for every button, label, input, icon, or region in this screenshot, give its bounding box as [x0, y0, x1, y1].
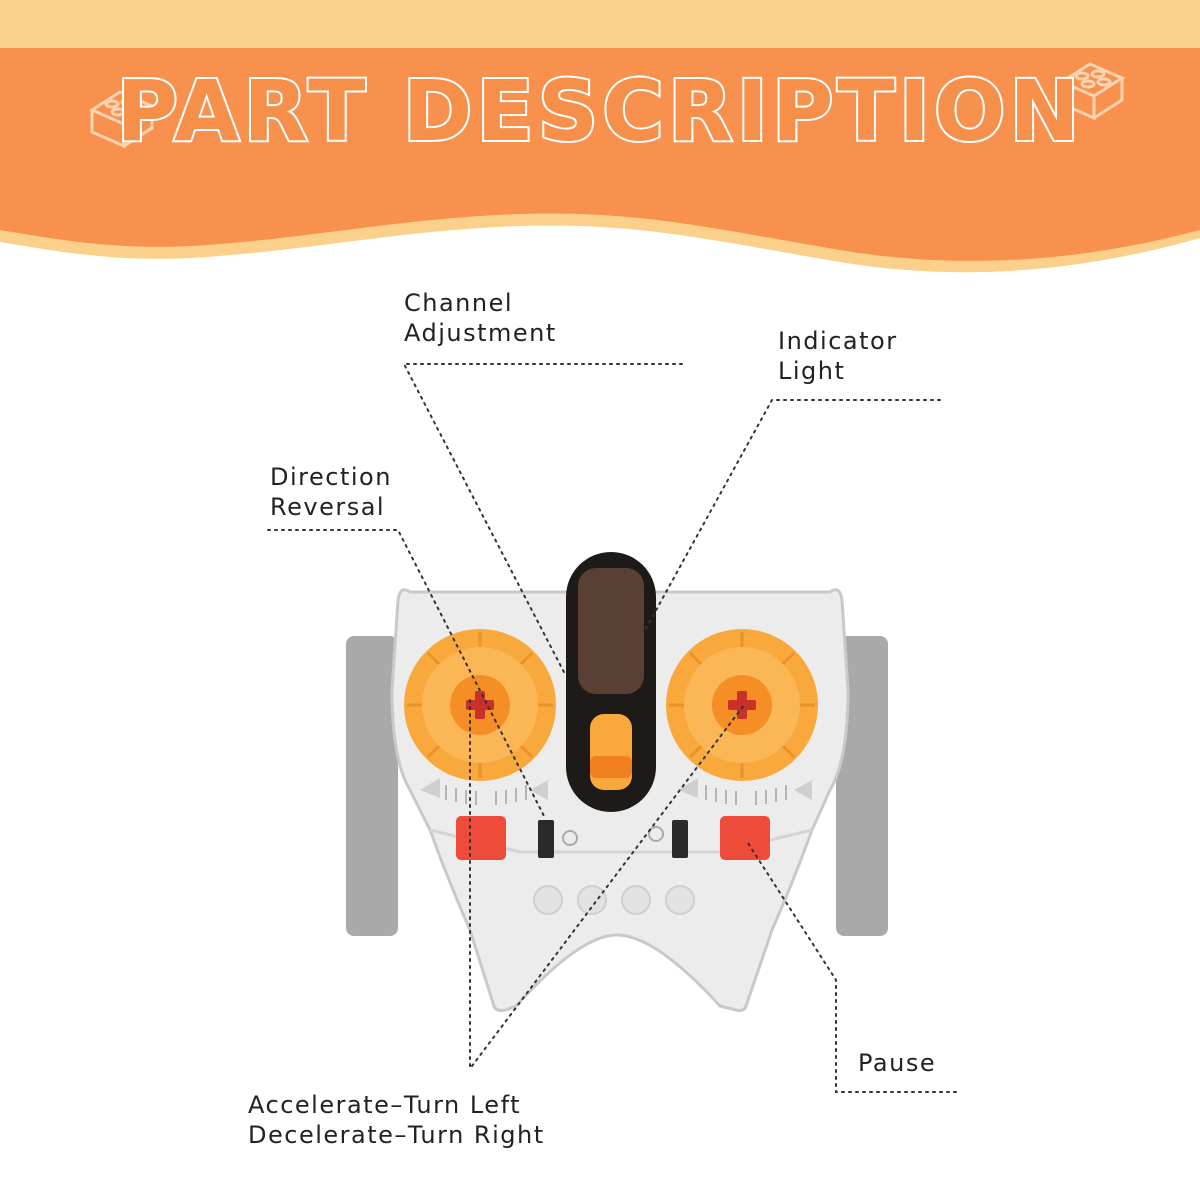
leader-lines: [267, 363, 957, 1093]
lego-brick-icon: [1058, 62, 1126, 121]
label-indicator-light: Indicator Light: [778, 326, 898, 386]
right-reverse-icon: [648, 826, 664, 842]
left-wheel: [404, 629, 556, 781]
page-title: PART DESCRIPTION: [114, 60, 1084, 162]
leader-pause: [745, 839, 957, 1093]
left-dial-scale: [420, 778, 548, 805]
left-pause-button: [456, 816, 506, 860]
channel-switch-knob: [590, 756, 632, 778]
label-accelerate-decelerate: Accelerate–Turn Left Decelerate–Turn Rig…: [248, 1090, 545, 1150]
right-wheel: [666, 629, 818, 781]
label-pause: Pause: [858, 1048, 936, 1078]
title-banner: [0, 0, 1200, 273]
left-side-block: [346, 636, 398, 936]
leader-direction-reversal: [267, 529, 545, 817]
label-direction-reversal: Direction Reversal: [270, 462, 392, 522]
right-dial-scale: [678, 778, 812, 805]
label-channel-adjustment-line2: Adjustment: [404, 319, 557, 347]
leader-indicator-light: [643, 399, 941, 633]
indicator-window: [578, 568, 644, 694]
right-pause-button: [720, 816, 770, 860]
label-channel-adjustment: Channel Adjustment: [404, 288, 557, 348]
left-direction-switch: [538, 820, 554, 858]
right-direction-switch: [672, 820, 688, 858]
leader-channel-adjustment: [402, 363, 683, 677]
label-channel-adjustment-line1: Channel: [404, 289, 514, 317]
leader-decelerate-right: [471, 704, 745, 1067]
label-indicator-light-line2: Light: [778, 357, 846, 385]
label-direction-reversal-line2: Reversal: [270, 493, 386, 521]
label-decelerate-line: Decelerate–Turn Right: [248, 1121, 545, 1149]
cross-axle-icon: [728, 691, 756, 719]
label-direction-reversal-line1: Direction: [270, 463, 392, 491]
banner-orange-wave: [0, 48, 1200, 261]
bottom-studs: [533, 885, 695, 915]
label-accelerate-line: Accelerate–Turn Left: [248, 1091, 521, 1119]
channel-switch: [590, 714, 632, 790]
left-reverse-icon: [562, 830, 578, 846]
label-pause-line1: Pause: [858, 1049, 937, 1077]
label-indicator-light-line1: Indicator: [778, 327, 898, 355]
lego-brick-icon: [88, 90, 156, 149]
